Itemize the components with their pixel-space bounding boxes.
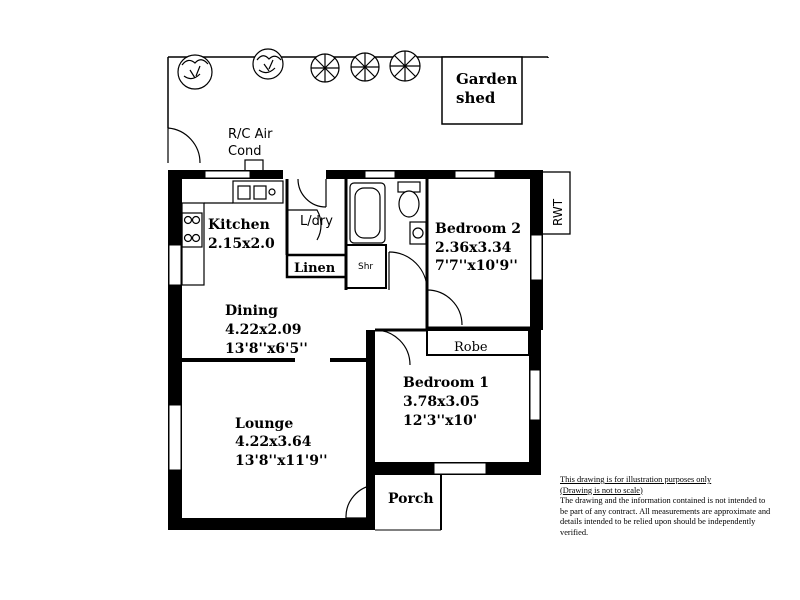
bathroom-fixtures: [349, 181, 427, 245]
shower-label: Shr: [358, 262, 373, 272]
garden-shed: Garden shed: [441, 56, 523, 125]
aircon-unit: R/C Air Cond: [228, 127, 273, 173]
garden-shed-label-line1: Garden: [456, 70, 517, 88]
disclaimer-body: The drawing and the information containe…: [560, 496, 771, 537]
kitchen-name: Kitchen: [208, 217, 270, 233]
garden-shed-label-line2: shed: [456, 89, 496, 107]
dining-dims-imperial: 13'8''x6'5'': [225, 341, 308, 357]
rwt-label: RWT: [551, 198, 565, 226]
room-bedroom-1: Bedroom 1 3.78x3.05 12'3''x10': [403, 375, 489, 429]
sink-icon: [232, 180, 284, 204]
room-kitchen: Kitchen 2.15x2.0: [208, 217, 275, 252]
kitchen-dims: 2.15x2.0: [208, 236, 275, 252]
disclaimer-line2: (Drawing is not to scale): [560, 485, 643, 495]
disclaimer-line1: This drawing is for illustration purpose…: [560, 475, 712, 484]
shrub-icon: [252, 48, 284, 80]
doors: [287, 178, 463, 519]
linen-label: Linen: [294, 261, 336, 276]
disclaimer: This drawing is for illustration purpose…: [560, 475, 775, 538]
bedroom2-dims-metric: 2.36x3.34: [435, 240, 512, 256]
lounge-dims-metric: 4.22x3.64: [235, 434, 312, 450]
room-dining: Dining 4.22x2.09 13'8''x6'5'': [225, 303, 308, 357]
robe-label: Robe: [454, 340, 488, 355]
laundry-label: L/dry: [300, 214, 333, 229]
shrub-icon: [177, 54, 213, 90]
kitchen-fixtures: [181, 180, 284, 286]
side-gate: [167, 127, 201, 164]
bedroom2-name: Bedroom 2: [435, 221, 521, 237]
aircon-label-line1: R/C Air: [228, 127, 273, 142]
dining-dims-metric: 4.22x2.09: [225, 322, 302, 338]
bedroom2-dims-imperial: 7'7''x10'9'': [435, 258, 518, 274]
bedroom1-dims-imperial: 12'3''x10': [403, 413, 477, 429]
lounge-dims-imperial: 13'8''x11'9'': [235, 453, 328, 469]
bathtub-icon: [349, 182, 386, 244]
basin-icon: [409, 221, 427, 245]
toilet-icon: [397, 181, 421, 218]
rainwater-tank: RWT: [541, 171, 571, 235]
stove-icon: [181, 212, 203, 248]
shrub-icon: [389, 50, 421, 82]
garden-shrubs: [177, 48, 421, 90]
bedroom1-name: Bedroom 1: [403, 375, 489, 391]
dining-name: Dining: [225, 303, 278, 319]
shrub-icon: [310, 53, 340, 83]
porch-label: Porch: [388, 491, 434, 507]
windows: [168, 170, 543, 475]
aircon-label-line2: Cond: [228, 144, 262, 159]
shrub-icon: [350, 52, 380, 82]
room-lounge: Lounge 4.22x3.64 13'8''x11'9'': [235, 416, 328, 469]
bedroom1-dims-metric: 3.78x3.05: [403, 394, 480, 410]
room-bedroom-2: Bedroom 2 2.36x3.34 7'7''x10'9'': [435, 221, 521, 274]
lounge-name: Lounge: [235, 416, 293, 432]
